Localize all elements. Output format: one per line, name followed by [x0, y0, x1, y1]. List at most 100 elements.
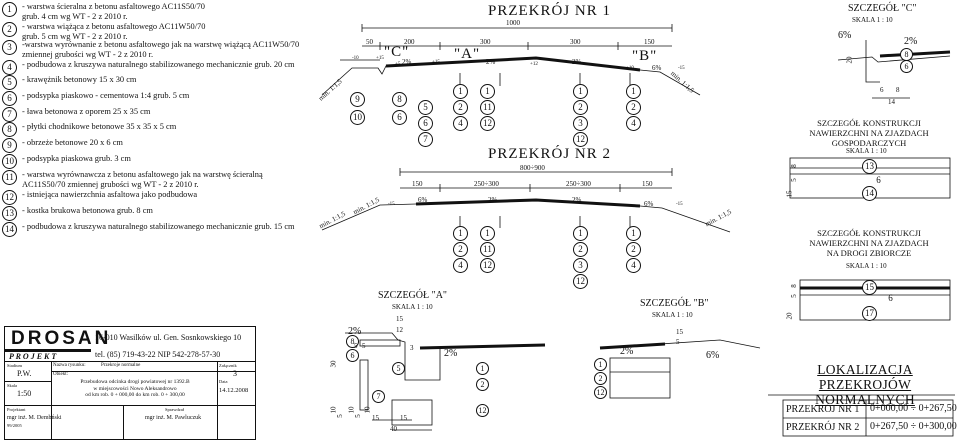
detail-a-dim-12: 12 [396, 326, 403, 334]
legend-text: - podsypka piaskowo - cementowa 1:4 grub… [22, 91, 190, 100]
section1-dim-1: 50 [366, 38, 373, 46]
nazwa-value: Przekroje normalne [101, 363, 141, 368]
legend-item-11: 11- warstwa wyrównawcza z betonu asfalto… [2, 170, 263, 190]
detail-a-num-12: 12 [476, 404, 489, 417]
legend-number: 13 [2, 206, 17, 221]
s2-col2-b: 11 [480, 242, 495, 257]
detail-a-dim-15b: 15 [372, 414, 379, 422]
legend-item-1: 1 - warstwa ścieralna z betonu asfaltoweg… [2, 2, 205, 22]
legend-text: - ława betonowa z oporem 25 x 35 cm [22, 107, 151, 116]
legend-number: 1 [2, 2, 17, 17]
marker-a: "A" [454, 46, 481, 62]
detail-b-dim-5: 5 [676, 338, 680, 346]
s1-col5-c: 12 [480, 116, 495, 131]
detail-a-slope-1: 2% [348, 326, 362, 337]
s1-col4-c: 4 [453, 116, 468, 131]
legend-text: - warstwa ścieralna z betonu asfaltowego… [22, 2, 205, 21]
legend-text: - obrzeże betonowe 20 x 6 cm [22, 138, 123, 147]
detail-c-slope-1: 6% [838, 30, 852, 41]
s1-col7-b: 2 [626, 100, 641, 115]
legend-number: 5 [2, 75, 17, 90]
section1-small-2: +15 [376, 56, 384, 61]
konstrukcja-1-num-14: 14 [862, 186, 877, 201]
legend-text: - podsypka piaskowa grub. 3 cm [22, 154, 131, 163]
legend-item-10: 10 - podsypka piaskowa grub. 3 cm [2, 154, 131, 174]
detail-c-dim-6: 6 [880, 86, 884, 94]
s2-col3-b: 2 [573, 242, 588, 257]
s2-col4-a: 1 [626, 226, 641, 241]
detail-c-slope-2: 2% [904, 36, 918, 47]
section1-dim-5: 150 [644, 38, 655, 46]
legend-number: 7 [2, 107, 17, 122]
section2-total-width: 800÷900 [520, 164, 545, 172]
location-row-2-name: PRZEKRÓJ NR 2 [786, 422, 860, 433]
detail-a-dim-5c: 5 [354, 342, 358, 350]
skala-value: 1:50 [17, 389, 32, 398]
section2-small-2: -15 [676, 202, 683, 207]
detail-a-dim-10b: 10 [347, 406, 356, 414]
s1-col6-d: 12 [573, 132, 588, 147]
detail-b-title: SZCZEGÓŁ "B" [640, 298, 709, 309]
s1-col6-c: 3 [573, 116, 588, 131]
data-value: 14.12.2008 [219, 387, 249, 394]
section1-dim-3: 300 [480, 38, 491, 46]
s1-col3-b: 6 [418, 116, 433, 131]
s1-col7-a: 1 [626, 84, 641, 99]
company-logo: DROSAN [11, 328, 112, 349]
s2-col4-b: 2 [626, 242, 641, 257]
detail-a-num-5: 5 [392, 362, 405, 375]
legend-number: 2 [2, 22, 17, 37]
obiekt-value: Przebudowa odcinka drogi powiatowej nr 1… [80, 379, 190, 399]
legend-item-7: 7 - ława betonowa z oporem 25 x 35 cm [2, 107, 150, 127]
s1-col6-b: 2 [573, 100, 588, 115]
legend-item-8: 8- płytki chodnikowe betonowe 35 x 35 x … [2, 122, 176, 142]
s1-col3-c: 7 [418, 132, 433, 147]
section1-small-5: +10 [626, 66, 634, 71]
legend-number: 9 [2, 138, 17, 153]
legend-number: 14 [2, 222, 17, 237]
konstrukcja-2-scale: SKALA 1 : 10 [846, 262, 887, 270]
legend-item-2: 2 - warstwa wiążąca z betonu asfaltowego … [2, 22, 205, 42]
title-stamp: DROSAN P R O J E K T 16-010 Wasilków ul.… [4, 326, 256, 440]
legend-text: - warstwa wiążąca z betonu asfaltowego A… [22, 22, 206, 41]
detail-b-slope-2: 6% [706, 350, 720, 361]
legend-text: -warstwa wyrównanie z betonu asfaltowego… [22, 40, 300, 59]
konstrukcja-1-dim-15: 15 [785, 190, 794, 198]
detail-a-dim-3: 3 [410, 344, 414, 352]
detail-a-title: SZCZEGÓŁ "A" [378, 290, 447, 301]
detail-b-num-12: 12 [594, 386, 607, 399]
section2-slope-4: 6% [644, 200, 654, 208]
detail-a-num-2: 2 [476, 378, 489, 391]
marker-c: "C" [384, 44, 410, 60]
s1-col4-a: 1 [453, 84, 468, 99]
legend-item-6: 6- podsypka piaskowo - cementowa 1:4 gru… [2, 91, 189, 111]
detail-c-dim-20: 20 [845, 56, 854, 64]
detail-a-dim-15: 15 [396, 315, 403, 323]
stadium-label: Stadium [7, 363, 23, 368]
legend-item-13: 13- kostka brukowa betonowa grub. 8 cm [2, 206, 153, 226]
projektant-label: Projektant [7, 407, 26, 412]
company-address: 16-010 Wasilków ul. Gen. Sosnkowskiego 1… [95, 333, 242, 342]
detail-a-num-1: 1 [476, 362, 489, 375]
section1-dim-2: 200 [404, 38, 415, 46]
konstrukcja-1-title: SZCZEGÓŁ KONSTRUKCJI NAWIERZCHNI NA ZJAZ… [809, 118, 929, 148]
s2-col1-c: 4 [453, 258, 468, 273]
section1-title: PRZEKRÓJ NR 1 [488, 3, 612, 19]
legend-item-9: 9 - obrzeże betonowe 20 x 6 cm [2, 138, 123, 158]
detail-b-dim-15: 15 [676, 328, 683, 336]
legend-number: 10 [2, 154, 17, 169]
nazwa-label: Nazwa rysunku: [53, 363, 86, 368]
sprawdzal-label: Sprawdzał [165, 407, 184, 412]
marker-b: "B" [632, 48, 658, 64]
legend-item-4: 4- podbudowa z kruszywa naturalnego stab… [2, 60, 295, 80]
detail-a-num-7: 7 [372, 390, 385, 403]
section2-slope-3: 2% [572, 196, 582, 204]
projektant-value: mgr inż. M. Dembński [7, 415, 62, 421]
detail-a-dim-30: 30 [329, 360, 338, 368]
s1-col1-a: 9 [350, 92, 365, 107]
s2-col3-c: 3 [573, 258, 588, 273]
konstrukcja-1-num-13: 13 [862, 159, 877, 174]
detail-a-dim-5a: 5 [335, 414, 344, 418]
section1-slope-1: 2% [402, 58, 412, 66]
stadium-value: P.W. [17, 369, 32, 378]
